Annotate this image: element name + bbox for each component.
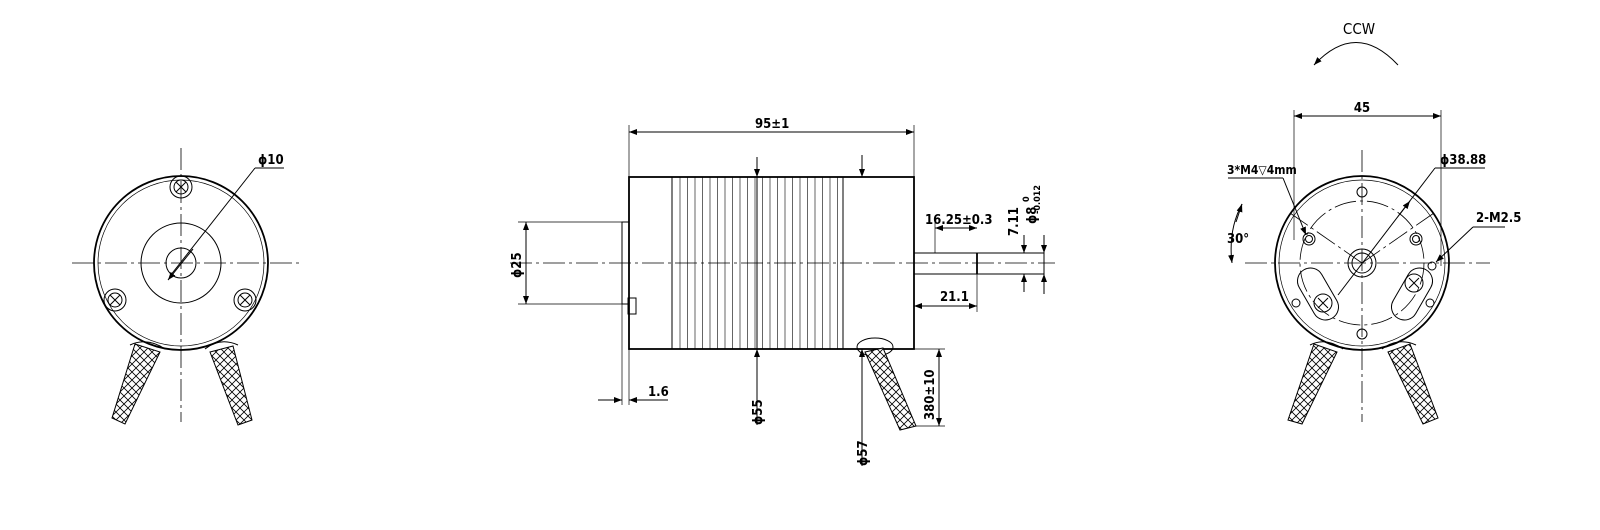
front-shaft-diameter-label: ϕ10 xyxy=(258,153,284,168)
lead-wire-left xyxy=(111,343,161,425)
shaft-tolerance-upper: 0 xyxy=(1022,196,1032,202)
lead-wire-right xyxy=(209,345,253,426)
screw-icon xyxy=(233,288,257,312)
rear-lead-wire-left xyxy=(1287,343,1338,425)
tapped-hole-icon xyxy=(1409,232,1423,246)
pcd-label: ϕ38.88 xyxy=(1440,153,1486,168)
rear-width-label: 45 xyxy=(1354,101,1370,116)
pilot-diameter-label: ϕ25 xyxy=(510,252,525,278)
slot-screw-icon xyxy=(1391,267,1433,321)
angle-label: 30° xyxy=(1227,232,1249,247)
overall-length-label: 95±1 xyxy=(755,117,789,132)
small-holes-label: 2-M2.5 xyxy=(1476,211,1521,226)
side-shaft xyxy=(913,252,1045,275)
side-lead-wire xyxy=(864,347,917,431)
shaft-length-label: 21.1 xyxy=(940,290,969,305)
rotation-direction-label: CCW xyxy=(1343,20,1375,38)
shaft-step-length-label: 16.25±0.3 xyxy=(925,213,993,228)
front-view: ϕ10 xyxy=(72,148,300,426)
screw-icon xyxy=(103,288,127,312)
body-diameter-label: ϕ55 xyxy=(751,399,766,425)
slot-screw-icon xyxy=(1297,267,1339,321)
rear-lead-wire-right xyxy=(1387,343,1439,425)
flat-depth-label: 7.11 xyxy=(1007,207,1022,236)
side-view: 95±1 16.25±0.3 7.11 ϕ8 0 -0.012 21.1 ϕ25 xyxy=(510,117,1055,466)
rear-view: CCW xyxy=(1227,20,1521,425)
shaft-diameter-label: ϕ8 xyxy=(1025,207,1040,224)
tapped-hole-icon xyxy=(1302,232,1316,246)
flange-thickness-label: 1.6 xyxy=(648,385,669,400)
shaft-tolerance-lower: -0.012 xyxy=(1033,185,1043,214)
rotation-arrow xyxy=(1313,42,1399,66)
lead-length-label: 380±10 xyxy=(923,370,938,421)
tapped-holes-label: 3*M4▽4mm xyxy=(1227,163,1297,177)
housing-diameter-label: ϕ57 xyxy=(856,440,871,466)
